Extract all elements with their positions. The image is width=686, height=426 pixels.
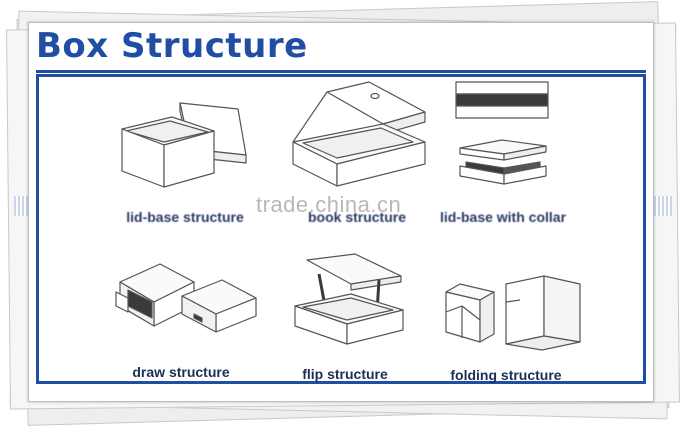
label-folding-structure: folding structure [450,367,562,383]
label-book-structure: book structure [307,209,406,225]
folding-drawing [445,275,581,351]
label-draw-structure: draw structure [132,364,230,380]
title-underline [36,70,646,73]
book-drawing [292,81,426,187]
label-lid-base-with-collar: lid-base with collar [439,209,567,225]
draw-drawing [115,263,257,333]
lid-base-drawing [121,102,247,188]
flip-drawing [294,253,404,345]
page-title: Box Structure [36,26,308,66]
label-flip-structure: flip structure [302,366,388,382]
lid-collar-drawing [455,81,549,185]
label-lid-base-structure: lid-base structure [126,209,244,225]
watermark: trade.china.cn [256,192,402,217]
edge-stripe-right [650,196,672,216]
